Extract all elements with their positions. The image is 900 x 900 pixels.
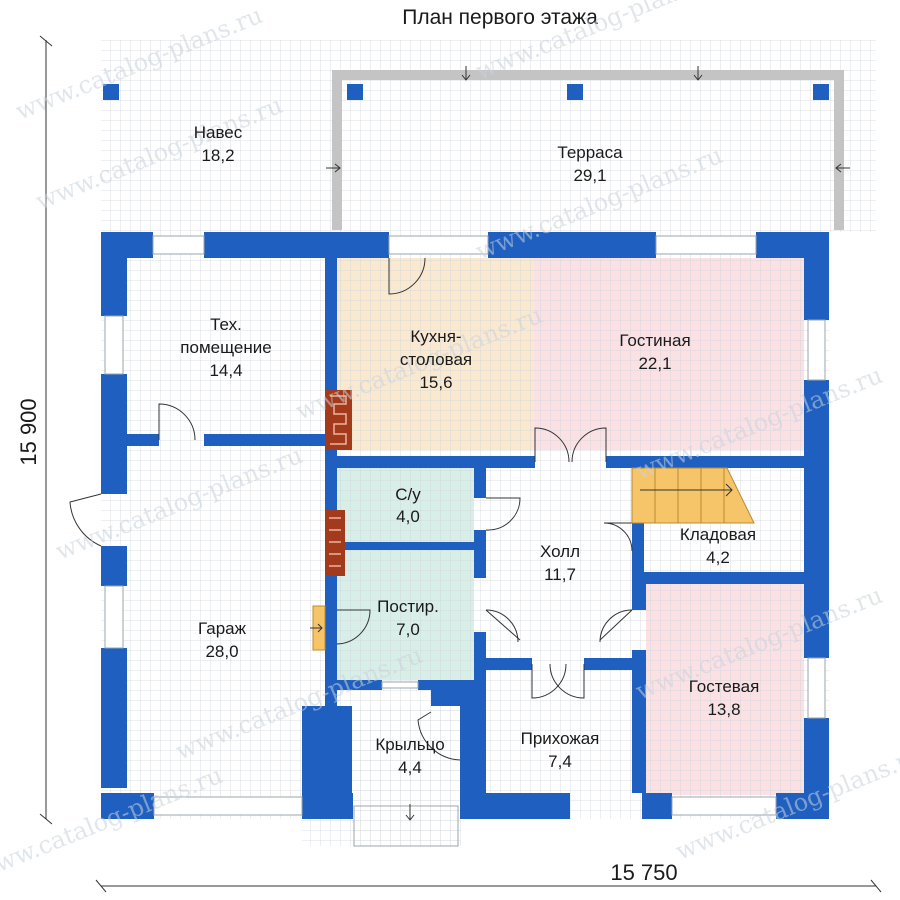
room-terrasa-name: Терраса (557, 143, 623, 162)
railing-arrows (326, 66, 850, 173)
room-labels: Навес 18,2 Терраса 29,1 Тех. помещение 1… (180, 123, 759, 777)
room-guest-name: Гостевая (689, 677, 760, 696)
room-hall-area: 11,7 (544, 565, 576, 584)
room-bath-area: 4,0 (396, 507, 420, 526)
room-kitchen-name-2: столовая (400, 350, 472, 369)
room-garage-name: Гараж (198, 619, 247, 638)
fireplace-kitchen (325, 390, 352, 450)
room-porch-area: 4,4 (398, 758, 422, 777)
plan-title: План первого этажа (402, 6, 598, 29)
terrace-posts (103, 84, 829, 100)
room-tech-name-1: Тех. (210, 315, 242, 334)
terrace-railing (332, 70, 844, 230)
doors (69, 257, 633, 761)
room-kitchen-name-1: Кухня- (410, 327, 461, 346)
room-terrasa-area: 29,1 (573, 166, 606, 185)
room-living-name: Гостиная (619, 331, 690, 350)
room-bath-name: С/у (395, 485, 421, 504)
dimension-height: 15 900 (16, 398, 41, 465)
room-garage-area: 28,0 (205, 642, 238, 661)
room-entry-name: Прихожая (521, 729, 600, 748)
garage-door-arrow (310, 623, 323, 633)
room-guest-area: 13,8 (707, 700, 740, 719)
room-laundry-name: Постир. (377, 597, 439, 616)
windows (104, 235, 826, 816)
dimension-height-line (39, 35, 53, 825)
dimension-width-line (95, 879, 882, 893)
room-naves-name: Навес (194, 123, 243, 142)
dimension-width: 15 750 (610, 860, 677, 885)
room-porch-name: Крыльцо (375, 735, 444, 754)
room-kitchen-area: 15,6 (419, 373, 452, 392)
walls (101, 232, 829, 819)
fireplace-bath (325, 510, 345, 576)
room-tech-area: 14,4 (209, 361, 242, 380)
room-tech-name-2: помещение (180, 338, 271, 357)
room-entry-area: 7,4 (548, 752, 572, 771)
room-pantry-area: 4,2 (706, 548, 730, 567)
room-naves-area: 18,2 (201, 146, 234, 165)
room-hall-name: Холл (540, 542, 580, 561)
staircase (631, 467, 755, 524)
room-living-area: 22,1 (638, 354, 671, 373)
room-pantry-name: Кладовая (680, 525, 756, 544)
room-laundry-area: 7,0 (396, 620, 420, 639)
porch-steps (353, 804, 459, 847)
